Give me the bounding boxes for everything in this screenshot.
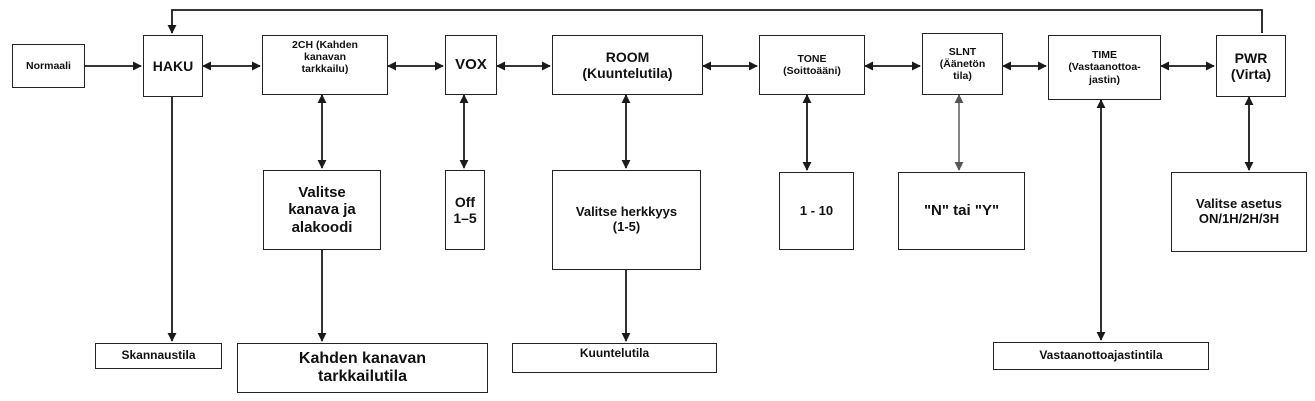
node-vox: VOX: [445, 35, 497, 95]
node-valitse-herkkyys: Valitse herkkyys (1-5): [552, 170, 701, 270]
node-valitse-kanava: Valitse kanava ja alakoodi: [263, 170, 381, 250]
loop-back-line: [167, 9, 1263, 34]
node-off-1-5: Off 1–5: [445, 170, 485, 250]
node-n-tai-y: "N" tai "Y": [898, 172, 1025, 250]
node-haku: HAKU: [143, 35, 203, 97]
node-2ch: 2CH (Kahden kanavan tarkkailu): [262, 35, 388, 95]
node-normaali: Normaali: [12, 44, 85, 88]
node-1-10: 1 - 10: [779, 172, 854, 250]
node-slnt: SLNT (Äänetön tila): [922, 33, 1003, 95]
node-kahden-kanavan-tarkkailutila: Kahden kanavan tarkkailutila: [237, 343, 488, 393]
node-valitse-asetus: Valitse asetus ON/1H/2H/3H: [1171, 172, 1307, 252]
node-pwr: PWR (Virta): [1216, 35, 1286, 97]
node-tone: TONE (Soittoääni): [759, 35, 865, 95]
node-time: TIME (Vastaanottoa- jastin): [1048, 35, 1161, 100]
node-skannaustila: Skannaustila: [95, 343, 222, 369]
node-vastaanottoajastintila: Vastaanottoajastintila: [993, 342, 1209, 370]
node-room: ROOM (Kuuntelutila): [552, 35, 703, 95]
node-kuuntelutila: Kuuntelutila: [512, 343, 717, 373]
